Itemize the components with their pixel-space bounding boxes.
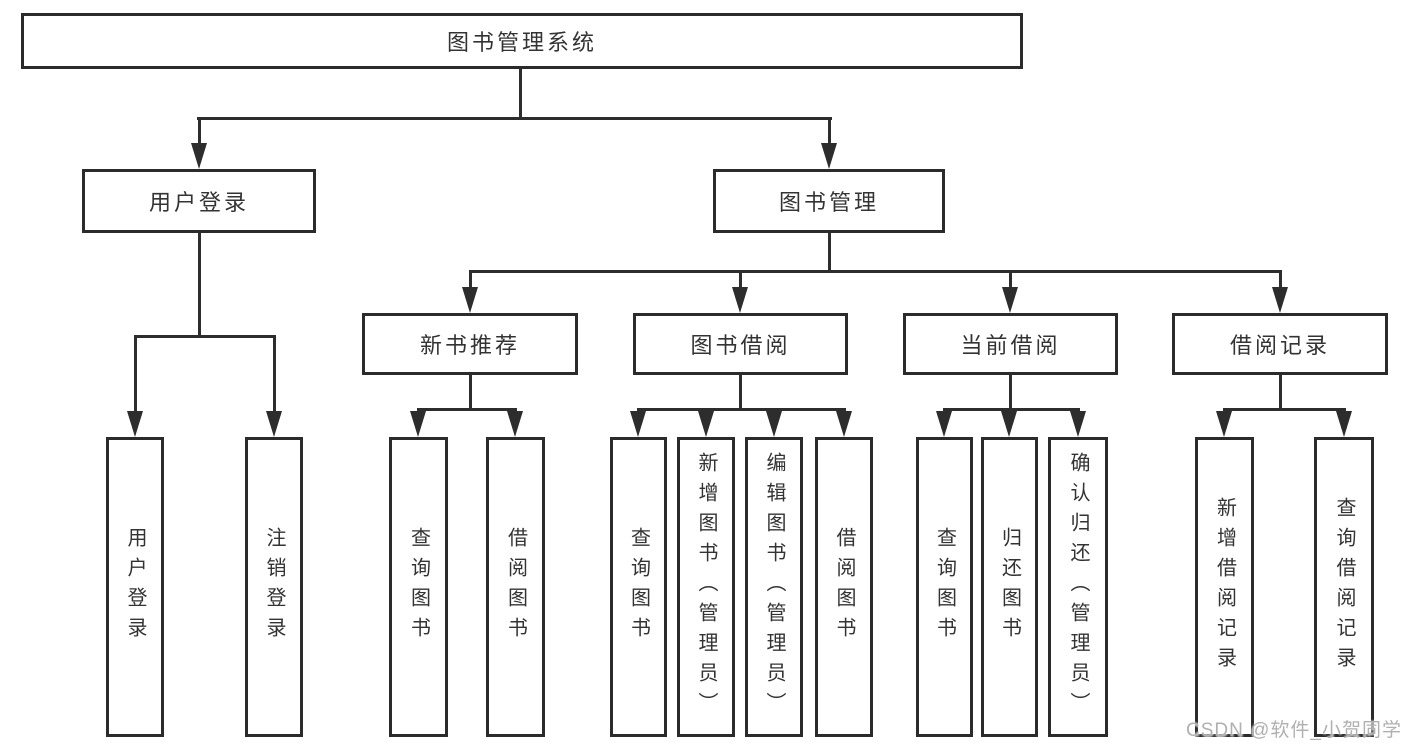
connector-current-borrow-stem [1009,375,1012,410]
watermark: CSDN @软件_小贺同学 [1186,720,1402,741]
leaf-add-book-admin-label: 新增图书（管理员） [695,452,717,722]
node-new-book-recommend: 新书推荐 [362,313,578,375]
node-new-book-recommend-label: 新书推荐 [419,333,520,358]
connector-borrow-record-stem [1279,375,1282,410]
leaf-add-borrow-record: 新增借阅记录 [1195,437,1254,737]
connector-book-management-branch [469,270,1281,273]
connector-to-leaf-logout [273,335,276,414]
connector-to-new-book [469,270,472,289]
leaf-user-login: 用户登录 [106,437,164,737]
arrowhead-leaf-query-a [410,411,426,437]
arrowhead-leaf-logout [266,411,282,437]
leaf-query-book-current: 查询图书 [916,437,973,737]
arrowhead-book-borrow [732,287,748,313]
leaf-query-book-borrow: 查询图书 [610,437,667,737]
leaf-borrow-book-recommend-label: 借阅图书 [504,527,527,647]
node-book-management: 图书管理 [713,169,945,233]
arrowhead-leaf-add-book [698,411,714,437]
connector-book-borrow-branch [637,408,846,411]
arrowhead-leaf-borrow-a [507,411,523,437]
node-library-system: 图书管理系统 [21,13,1023,69]
arrowhead-leaf-user-login [127,411,143,437]
arrowhead-book-management [821,143,837,169]
node-library-system-label: 图书管理系统 [446,30,597,55]
connector-to-user-login [198,117,201,146]
connector-book-management-stem [828,232,831,273]
connector-to-book-management [828,117,831,146]
arrowhead-leaf-return-book [1001,411,1017,437]
connector-new-book-stem [469,375,472,410]
connector-to-borrow-record [1279,270,1282,289]
node-user-login: 用户登录 [82,169,316,233]
connector-user-login-stem [198,232,201,338]
connector-to-leaf-user-login [134,335,137,414]
leaf-return-book: 归还图书 [981,437,1038,737]
leaf-query-book-borrow-label: 查询图书 [627,527,650,647]
connector-root-stem [519,68,522,118]
leaf-edit-book-admin-label: 编辑图书（管理员） [763,452,785,722]
arrowhead-leaf-query-c [936,411,952,437]
leaf-borrow-book-b-label: 借阅图书 [833,527,855,647]
node-current-borrow: 当前借阅 [903,313,1118,375]
leaf-borrow-book-b: 借阅图书 [815,437,873,737]
arrowhead-leaf-confirm-return [1070,411,1086,437]
arrowhead-borrow-record [1272,287,1288,313]
arrowhead-current-borrow [1002,287,1018,313]
arrowhead-leaf-edit-book [766,411,782,437]
connector-root-branch [197,117,832,120]
arrowhead-new-book [462,287,478,313]
leaf-query-book-recommend-label: 查询图书 [407,527,430,647]
node-book-borrow-label: 图书借阅 [690,333,791,358]
leaf-query-borrow-record-label: 查询借阅记录 [1333,497,1355,677]
connector-book-borrow-stem [739,375,742,410]
leaf-query-book-recommend: 查询图书 [389,437,448,737]
leaf-add-borrow-record-label: 新增借阅记录 [1213,497,1236,677]
connector-borrow-record-branch [1223,408,1346,411]
leaf-borrow-book-recommend: 借阅图书 [486,437,545,737]
connector-to-book-borrow [739,270,742,289]
leaf-query-borrow-record: 查询借阅记录 [1314,437,1374,737]
connector-new-book-branch [417,408,517,411]
leaf-confirm-return-admin: 确认归还（管理员） [1048,437,1108,737]
arrowhead-leaf-query-b [630,411,646,437]
node-user-login-label: 用户登录 [148,190,249,215]
connector-to-current-borrow [1009,270,1012,289]
leaf-logout-label: 注销登录 [263,527,285,647]
arrowhead-leaf-borrow-b [836,411,852,437]
leaf-return-book-label: 归还图书 [998,527,1021,647]
arrowhead-leaf-query-record [1336,411,1352,437]
node-borrow-record-label: 借阅记录 [1229,333,1330,358]
connector-user-login-branch [134,335,276,338]
node-book-management-label: 图书管理 [778,190,879,215]
arrowhead-user-login [191,143,207,169]
arrowhead-leaf-add-record [1216,411,1232,437]
leaf-edit-book-admin: 编辑图书（管理员） [745,437,803,737]
leaf-add-book-admin: 新增图书（管理员） [677,437,735,737]
connector-current-borrow-branch [943,408,1080,411]
leaf-logout: 注销登录 [245,437,303,737]
node-borrow-record: 借阅记录 [1172,313,1388,375]
leaf-user-login-label: 用户登录 [124,527,146,647]
leaf-confirm-return-admin-label: 确认归还（管理员） [1067,452,1089,722]
node-current-borrow-label: 当前借阅 [960,333,1061,358]
leaf-query-book-current-label: 查询图书 [933,527,956,647]
node-book-borrow: 图书借阅 [633,313,848,375]
